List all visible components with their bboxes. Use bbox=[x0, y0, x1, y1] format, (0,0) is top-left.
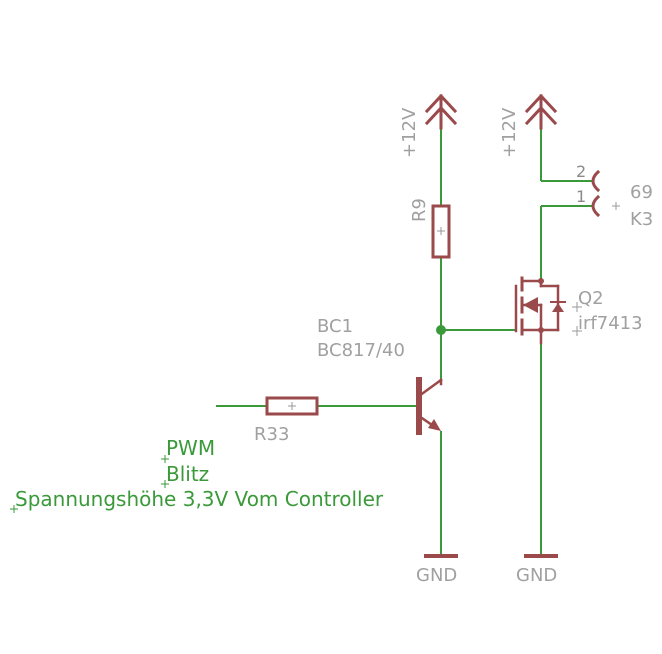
wires bbox=[216, 108, 592, 555]
npn-transistor-symbol bbox=[416, 377, 443, 435]
resistor-r9-label: R9 bbox=[409, 198, 430, 222]
resistor-r33-label: R33 bbox=[254, 424, 289, 445]
mosfet-value-label: irf7413 bbox=[578, 313, 643, 334]
ground-right-label: GND bbox=[516, 565, 557, 586]
mosfet-name-label: Q2 bbox=[578, 288, 604, 309]
net-label-origin-crosses bbox=[10, 455, 169, 513]
connector-pin1-number: 1 bbox=[576, 187, 586, 206]
resistor-r33-symbol bbox=[265, 396, 319, 416]
transistor-value-label: BC817/40 bbox=[317, 340, 405, 361]
connector-value-label: 69 bbox=[630, 182, 653, 203]
supply-right-symbol bbox=[524, 93, 558, 130]
supply-right-label: +12V bbox=[499, 107, 520, 158]
mosfet-symbol bbox=[514, 276, 566, 345]
mosfet-origin-crosses bbox=[572, 302, 582, 336]
resistor-r9-symbol bbox=[431, 204, 451, 259]
ground-left-label: GND bbox=[416, 565, 457, 586]
connector-name-label: K3 bbox=[630, 209, 653, 230]
net-label-spannung: Spannungshöhe 3,3V Vom Controller bbox=[15, 487, 384, 511]
net-label-pwm: PWM bbox=[166, 436, 215, 460]
supply-left-label: +12V bbox=[399, 107, 420, 158]
net-label-blitz: Blitz bbox=[166, 462, 209, 486]
connector-origin-cross bbox=[612, 202, 620, 210]
connector-k3-symbol bbox=[591, 169, 601, 218]
transistor-name-label: BC1 bbox=[317, 316, 353, 337]
supply-left-symbol bbox=[424, 93, 458, 130]
junction-dot bbox=[436, 325, 446, 335]
connector-pin2-number: 2 bbox=[576, 162, 586, 181]
